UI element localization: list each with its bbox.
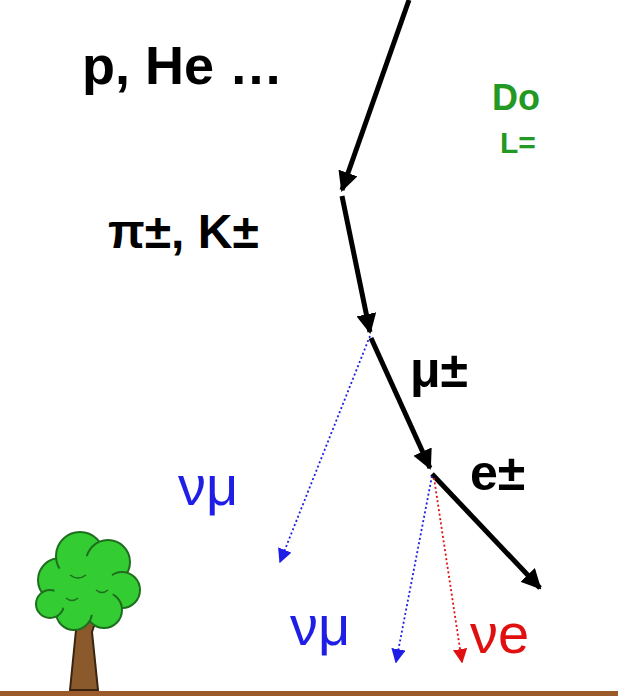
ground-line [0,691,618,696]
neutrino-line [280,336,370,562]
particle-track [342,0,540,588]
cut-note: Do [492,80,540,116]
neutrino-line [396,476,432,662]
neutrino-line [434,478,462,662]
meson-label: π±, K± [108,208,259,256]
tree-picture [36,532,140,690]
primary-label: p, He … [82,38,283,92]
neutrino-label: νμ [290,598,350,654]
cut-note: L= [500,128,536,158]
electron-label: e± [470,448,525,498]
neutrino-label: νe [470,606,529,662]
neutrino-label: νμ [178,458,238,514]
muon-label: μ± [410,345,468,395]
